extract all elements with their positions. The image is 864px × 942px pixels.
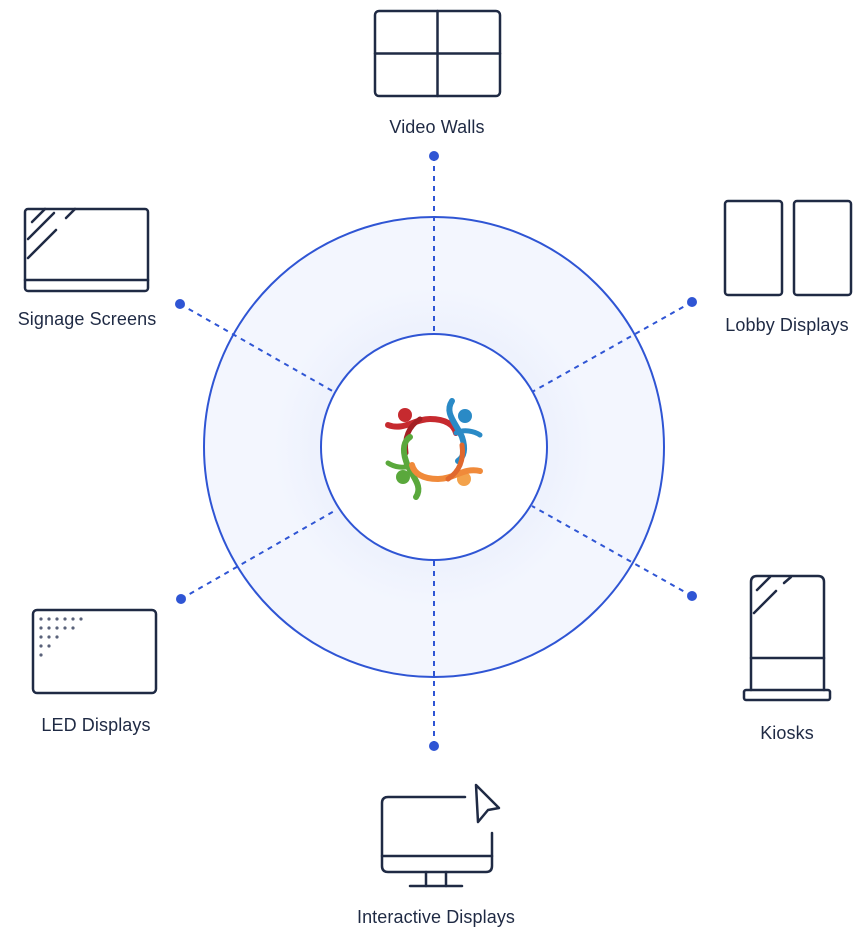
endpoint-video-walls — [429, 151, 439, 161]
endpoint-led-displays — [176, 594, 186, 604]
interactive-display-icon — [380, 783, 501, 888]
video-wall-icon — [373, 9, 502, 98]
led-dot — [39, 626, 43, 630]
label-kiosks: Kiosks — [760, 723, 814, 743]
endpoint-interactive-displays — [429, 741, 439, 751]
cursor-icon — [474, 783, 501, 824]
endpoint-kiosks — [687, 591, 697, 601]
kiosk-icon — [742, 574, 832, 702]
connector-endpoints — [175, 151, 697, 751]
led-dot — [47, 617, 51, 621]
led-dot — [63, 626, 67, 630]
led-dot — [39, 635, 43, 639]
led-dot — [39, 653, 43, 657]
inner-circle — [320, 333, 548, 561]
led-dot-matrix — [39, 617, 83, 657]
connector-kiosks — [531, 505, 693, 597]
led-dot — [55, 626, 59, 630]
led-dot — [79, 617, 83, 621]
label-interactive-displays: Interactive Displays — [356, 907, 516, 927]
endpoint-signage-screens — [175, 299, 185, 309]
led-dot — [55, 635, 59, 639]
lobby-display-icon — [723, 199, 853, 297]
label-signage-screens: Signage Screens — [17, 309, 157, 329]
led-dot — [39, 644, 43, 648]
led-dot — [47, 635, 51, 639]
label-led-displays: LED Displays — [41, 715, 151, 735]
led-display-icon — [31, 608, 158, 695]
label-video-walls: Video Walls — [389, 117, 485, 137]
led-dot — [55, 617, 59, 621]
led-dot — [39, 617, 43, 621]
led-dot — [47, 626, 51, 630]
led-dot — [71, 617, 75, 621]
led-dot — [71, 626, 75, 630]
connector-lobby-displays — [531, 301, 693, 393]
label-lobby-displays: Lobby Displays — [725, 315, 849, 335]
connectors — [179, 156, 693, 746]
led-dot — [47, 644, 51, 648]
endpoint-lobby-displays — [687, 297, 697, 307]
led-dot — [63, 617, 67, 621]
community-people-logo-icon — [385, 398, 483, 500]
signage-screen-icon — [23, 207, 150, 293]
